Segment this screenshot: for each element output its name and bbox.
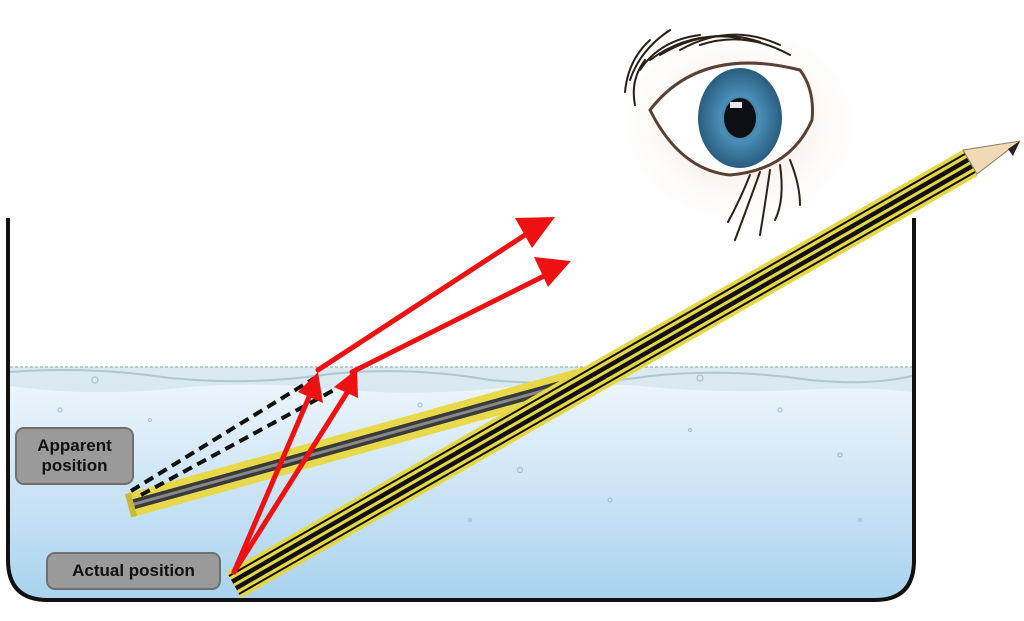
ray-arrowheads-air [515,217,571,287]
refracted-rays-underwater [231,385,353,575]
container-outline [6,218,916,602]
ray-arrowheads-underwater [298,369,358,403]
pencil-icon [226,140,1021,599]
actual-position-label: Actual position [46,552,221,590]
apparent-position-text: Apparent position [37,436,112,475]
eye-icon [624,29,855,241]
pencil-apparent-end [124,492,138,518]
apparent-position-label: Apparent position [15,427,134,485]
apparent-sight-lines [129,374,357,497]
water [9,366,913,598]
actual-position-text: Actual position [72,561,195,580]
refracted-rays-air [315,230,551,375]
pencil-apparent-image [127,367,604,517]
